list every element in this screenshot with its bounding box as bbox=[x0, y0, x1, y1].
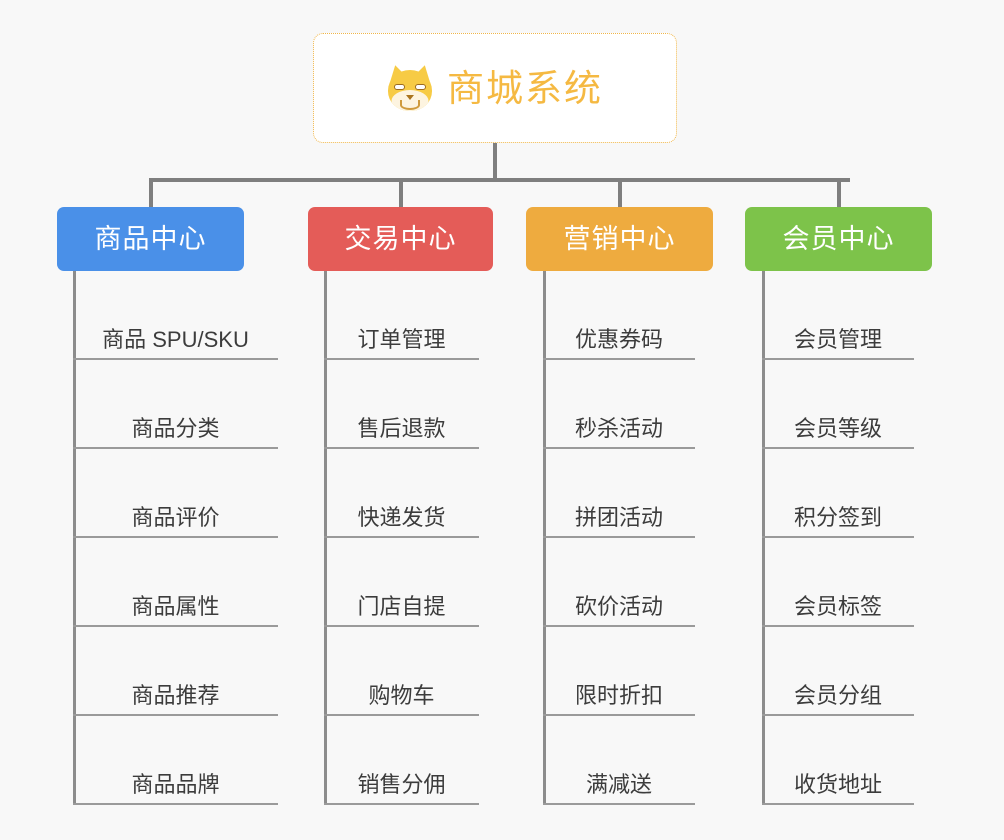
leaf-item-label: 商品分类 bbox=[131, 415, 220, 441]
leaf-item[interactable]: 会员分组 bbox=[762, 627, 914, 716]
connector-spine-trade bbox=[324, 271, 327, 805]
category-box-member[interactable]: 会员中心 bbox=[745, 207, 932, 271]
leaf-item[interactable]: 商品品牌 bbox=[73, 716, 278, 805]
connector-drop-member bbox=[836, 178, 841, 210]
category-box-trade[interactable]: 交易中心 bbox=[308, 207, 493, 271]
leaf-item-label: 商品 SPU/SKU bbox=[102, 326, 249, 352]
leaf-item-label: 优惠券码 bbox=[574, 326, 663, 352]
leaf-column-member: 会员管理会员等级积分签到会员标签会员分组收货地址 bbox=[762, 271, 914, 805]
category-label-marketing: 营销中心 bbox=[563, 223, 676, 254]
leaf-item-label: 会员分组 bbox=[793, 682, 882, 708]
leaf-item-label: 商品评价 bbox=[131, 504, 220, 530]
leaf-item-label: 售后退款 bbox=[357, 415, 446, 441]
connector-root-stem bbox=[493, 143, 497, 181]
leaf-item[interactable]: 购物车 bbox=[324, 627, 479, 716]
leaf-item[interactable]: 砍价活动 bbox=[543, 538, 695, 627]
connector-spine-product bbox=[73, 271, 76, 805]
leaf-item-label: 销售分佣 bbox=[357, 771, 446, 797]
leaf-item[interactable]: 收货地址 bbox=[762, 716, 914, 805]
category-label-trade: 交易中心 bbox=[344, 223, 457, 254]
leaf-item[interactable]: 商品评价 bbox=[73, 449, 278, 538]
leaf-item-label: 订单管理 bbox=[357, 326, 446, 352]
leaf-item[interactable]: 快递发货 bbox=[324, 449, 479, 538]
leaf-item-label: 门店自提 bbox=[357, 593, 446, 619]
leaf-item-label: 商品属性 bbox=[131, 593, 220, 619]
category-label-product: 商品中心 bbox=[94, 223, 207, 254]
leaf-item-label: 拼团活动 bbox=[574, 504, 663, 530]
leaf-item[interactable]: 积分签到 bbox=[762, 449, 914, 538]
leaf-column-marketing: 优惠券码秒杀活动拼团活动砍价活动限时折扣满减送 bbox=[543, 271, 695, 805]
root-node-title: 商城系统 bbox=[447, 67, 603, 109]
leaf-item-label: 砍价活动 bbox=[574, 593, 663, 619]
leaf-item[interactable]: 秒杀活动 bbox=[543, 360, 695, 449]
leaf-item-label: 会员标签 bbox=[793, 593, 882, 619]
leaf-item[interactable]: 订单管理 bbox=[324, 271, 479, 360]
leaf-item[interactable]: 商品属性 bbox=[73, 538, 278, 627]
connector-drop-marketing bbox=[617, 178, 622, 210]
leaf-item-label: 会员等级 bbox=[793, 415, 882, 441]
leaf-item[interactable]: 售后退款 bbox=[324, 360, 479, 449]
leaf-item[interactable]: 销售分佣 bbox=[324, 716, 479, 805]
root-node[interactable]: 商城系统 bbox=[313, 33, 677, 143]
leaf-item[interactable]: 会员管理 bbox=[762, 271, 914, 360]
leaf-item-label: 快递发货 bbox=[357, 504, 446, 530]
leaf-item-label: 商品品牌 bbox=[131, 771, 220, 797]
leaf-item[interactable]: 限时折扣 bbox=[543, 627, 695, 716]
leaf-item-label: 商品推荐 bbox=[131, 682, 220, 708]
connector-spine-marketing bbox=[543, 271, 546, 805]
leaf-item[interactable]: 会员等级 bbox=[762, 360, 914, 449]
leaf-item[interactable]: 满减送 bbox=[543, 716, 695, 805]
leaf-item-label: 限时折扣 bbox=[574, 682, 663, 708]
connector-drop-product bbox=[148, 178, 153, 210]
leaf-item[interactable]: 拼团活动 bbox=[543, 449, 695, 538]
leaf-item-label: 购物车 bbox=[368, 682, 435, 708]
category-box-marketing[interactable]: 营销中心 bbox=[526, 207, 713, 271]
leaf-item-label: 积分签到 bbox=[793, 504, 882, 530]
leaf-item-label: 会员管理 bbox=[793, 326, 882, 352]
leaf-item[interactable]: 优惠券码 bbox=[543, 271, 695, 360]
leaf-item-label: 秒杀活动 bbox=[574, 415, 663, 441]
leaf-item[interactable]: 商品 SPU/SKU bbox=[73, 271, 278, 360]
connector-spine-member bbox=[762, 271, 765, 805]
leaf-item-label: 收货地址 bbox=[793, 771, 882, 797]
leaf-item[interactable]: 门店自提 bbox=[324, 538, 479, 627]
leaf-item-label: 满减送 bbox=[585, 771, 652, 797]
leaf-item[interactable]: 商品推荐 bbox=[73, 627, 278, 716]
connector-drop-trade bbox=[398, 178, 403, 210]
category-box-product[interactable]: 商品中心 bbox=[57, 207, 244, 271]
leaf-item[interactable]: 商品分类 bbox=[73, 360, 278, 449]
leaf-column-trade: 订单管理售后退款快递发货门店自提购物车销售分佣 bbox=[324, 271, 479, 805]
category-label-member: 会员中心 bbox=[782, 223, 895, 254]
leaf-column-product: 商品 SPU/SKU 商品分类商品评价商品属性商品推荐商品品牌 bbox=[73, 271, 278, 805]
connector-horizontal-bar bbox=[150, 178, 850, 182]
shiba-dog-face-icon bbox=[386, 63, 434, 111]
leaf-item[interactable]: 会员标签 bbox=[762, 538, 914, 627]
